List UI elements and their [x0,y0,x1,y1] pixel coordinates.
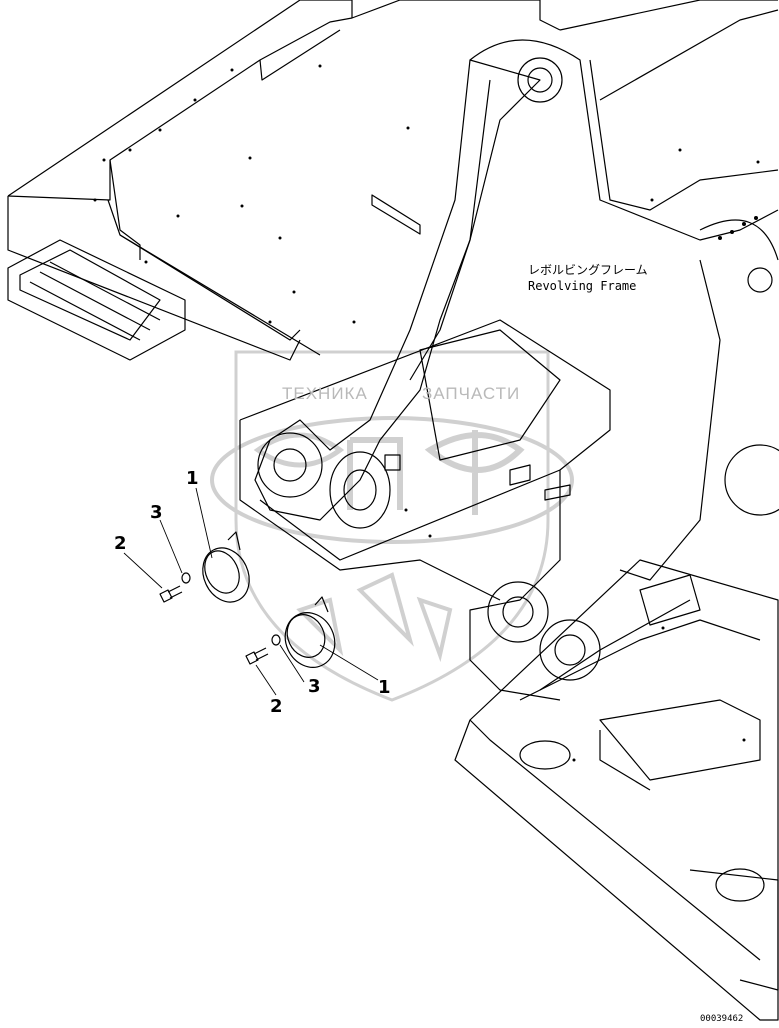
callout-1-upper: 1 [186,468,199,489]
document-id: 00039462 [700,1014,744,1024]
washer-part-3-lower [271,634,281,646]
watermark-text-right: ЗАПЧАСТИ [422,384,521,403]
pin-boss-left [257,432,323,498]
watermark-text-left: ТЕХНИКА [282,384,368,403]
callout-3-upper: 3 [150,502,163,523]
bolt-part-2-upper [159,585,183,603]
step-ladder [7,239,186,361]
callout-2-upper: 2 [114,533,127,554]
mounting-holes [93,64,760,762]
cover-part-1-lower [284,596,336,668]
bolt-part-2-lower [245,647,269,665]
deck-slot [371,194,421,235]
washer-part-3-upper [181,572,191,584]
watermark-logo [210,350,574,702]
leader-lines [123,487,379,696]
frame-label-en: Revolving Frame [528,279,637,293]
center-box [239,319,611,701]
deck-front [7,196,301,361]
deck-top-edge [7,0,561,197]
cover-part-1-upper [202,531,250,603]
callout-1-lower: 1 [378,677,391,698]
frame-label-jp: レボルビングフレーム [528,263,648,277]
callout-2-lower: 2 [270,696,283,717]
callout-3-lower: 3 [308,676,321,697]
lower-right-frame [454,559,779,1021]
pin-boss-lower [487,581,549,643]
boom-bracket-upper [469,39,779,241]
pin-boss-center [329,451,391,529]
revolving-frame-label: レボルビングフレーム Revolving Frame [528,262,648,294]
boom-pin-hole-upper [517,57,563,103]
